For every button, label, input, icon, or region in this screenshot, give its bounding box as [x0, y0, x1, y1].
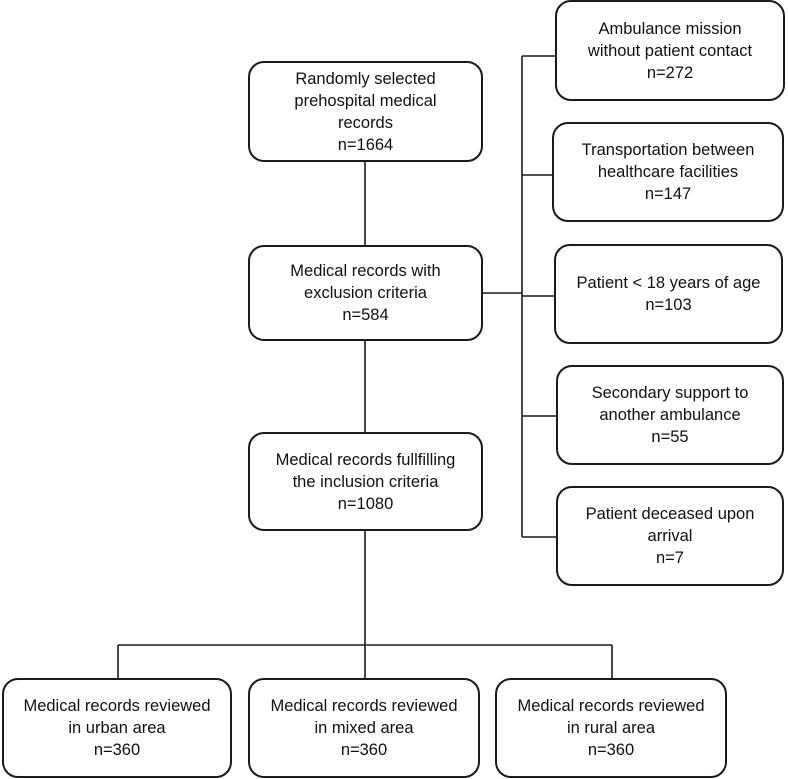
box-urban-area: Medical records reviewed in urban area n…: [2, 678, 232, 778]
box-secondary-support: Secondary support to another ambulance n…: [556, 365, 784, 465]
box-randomly-selected: Randomly selected prehospital medical re…: [248, 61, 483, 162]
box-inclusion-criteria: Medical records fullfilling the inclusio…: [248, 432, 483, 531]
box-exclusion-criteria-text: Medical records with exclusion criteria …: [290, 262, 441, 324]
box-rural-area: Medical records reviewed in rural area n…: [495, 678, 727, 778]
box-transportation: Transportation between healthcare facili…: [552, 122, 784, 222]
box-randomly-selected-text: Randomly selected prehospital medical re…: [294, 69, 437, 154]
box-exclusion-criteria: Medical records with exclusion criteria …: [248, 245, 483, 341]
box-deceased: Patient deceased upon arrival n=7: [556, 486, 784, 586]
box-urban-area-text: Medical records reviewed in urban area n…: [23, 697, 211, 759]
box-no-patient-contact: Ambulance mission without patient contac…: [555, 0, 785, 101]
box-inclusion-criteria-text: Medical records fullfilling the inclusio…: [275, 450, 456, 513]
box-under-18-text: Patient < 18 years of age n=103: [576, 274, 761, 314]
box-secondary-support-text: Secondary support to another ambulance n…: [591, 384, 749, 446]
box-transportation-text: Transportation between healthcare facili…: [581, 141, 755, 203]
box-mixed-area-text: Medical records reviewed in mixed area n…: [270, 697, 458, 759]
box-deceased-text: Patient deceased upon arrival n=7: [585, 505, 755, 567]
box-under-18: Patient < 18 years of age n=103: [554, 244, 783, 344]
box-rural-area-text: Medical records reviewed in rural area n…: [517, 697, 705, 759]
box-no-patient-contact-text: Ambulance mission without patient contac…: [587, 19, 753, 82]
box-mixed-area: Medical records reviewed in mixed area n…: [248, 678, 480, 778]
